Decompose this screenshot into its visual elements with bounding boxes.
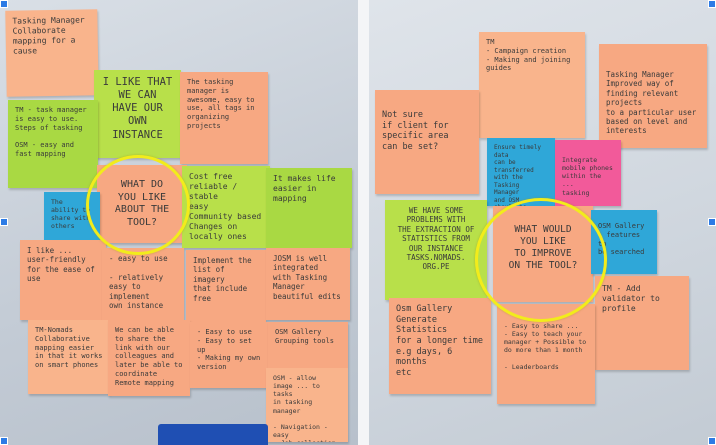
left-photo: Tasking Manager Collaborate mapping for … (0, 0, 358, 445)
highlight-circle (475, 198, 607, 322)
sticky-note: Ensure timely data can be transferred wi… (487, 138, 555, 206)
sticky-note: We can be able to share the link with ou… (108, 320, 190, 396)
highlight-circle (86, 155, 190, 255)
sticky-note: TM-Nomads Collaborative mapping easier i… (28, 320, 110, 394)
sticky-note: The tasking manager is awesome, easy to … (180, 72, 268, 164)
resize-handle-top-left[interactable] (0, 0, 8, 8)
sticky-note: It makes life easier in mapping (266, 168, 352, 248)
sticky-note: Integrate mobile phones within the ... t… (555, 140, 621, 206)
photo-divider (358, 0, 369, 445)
sticky-note: Tasking Manager Collaborate mapping for … (5, 9, 99, 97)
sticky-note: Tasking Manager Improved way of finding … (599, 44, 707, 148)
resize-handle-top-right[interactable] (708, 0, 716, 8)
sticky-note: OSM Gallery Grouping tools (268, 322, 348, 368)
sticky-note: TM - Campaign creation - Making and join… (479, 32, 585, 138)
sticky-note: - Easy to use - Easy to set up - Making … (190, 322, 268, 388)
sticky-note: I like ... user-friendly for the ease of… (20, 240, 106, 320)
sticky-note: TM - Add validator to profile (595, 276, 689, 370)
sticky-note: Cost free reliable / stable easy Communi… (182, 166, 270, 248)
right-photo: TM - Campaign creation - Making and join… (369, 0, 716, 445)
resize-handle-right[interactable] (708, 218, 716, 226)
sticky-note: OSM - allow image ... to tasks in taskin… (266, 368, 348, 442)
sticky-note: WE HAVE SOME PROBLEMS WITH THE EXTRACTIO… (385, 200, 487, 300)
sticky-note: - easy to use - relatively easy to imple… (102, 248, 184, 322)
sticky-note: Not sure if client for specific area can… (375, 90, 479, 194)
resize-handle-left[interactable] (0, 218, 8, 226)
sticky-note: Osm Gallery Generate Statistics for a lo… (389, 298, 491, 394)
resize-handle-bottom-right[interactable] (708, 437, 716, 445)
sticky-note: TM - task manager is easy to use. Steps … (8, 100, 98, 188)
sticky-note: I LIKE THAT WE CAN HAVE OUR OWN INSTANCE (94, 70, 181, 158)
resize-handle-bottom-left[interactable] (0, 437, 8, 445)
blue-tape (158, 424, 268, 445)
sticky-note: Implement the list of imagery that inclu… (186, 250, 266, 324)
sticky-note: JOSM is well integrated with Tasking Man… (266, 248, 350, 320)
